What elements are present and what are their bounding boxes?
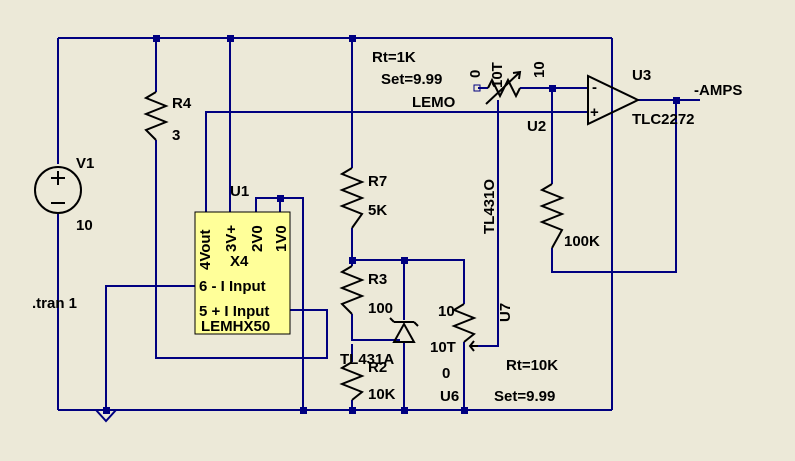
r2-ref-label: R2 <box>368 359 387 376</box>
pot-u2-turns: 10T <box>489 62 506 88</box>
wire-r7-column <box>351 38 400 410</box>
wire-wiper-link <box>470 100 499 347</box>
pot-u2-pin <box>473 84 481 92</box>
wire-u6-pot <box>404 259 465 410</box>
junction-dot <box>103 407 110 414</box>
r4-ref-label: R4 <box>172 95 192 112</box>
tl431a-label: TL431A <box>340 351 394 368</box>
sensor-model-label: LEMHX50 <box>201 318 270 335</box>
u2-ref-label: U2 <box>527 118 546 135</box>
sensor-chip-body <box>194 211 291 335</box>
v1-ref-label: V1 <box>76 155 94 172</box>
r3-value-label: 100 <box>368 300 393 317</box>
potentiometer-u6[interactable] <box>451 303 478 352</box>
resistor-feedback-100k[interactable] <box>539 183 565 249</box>
voltage-source-symbol <box>34 166 82 214</box>
zener-triangle <box>392 321 416 343</box>
r4-value-label: 3 <box>172 127 180 144</box>
wire-4vout <box>205 111 588 212</box>
junction-dot <box>401 257 408 264</box>
r7-value-label: 5K <box>368 202 387 219</box>
pot-u2-end-high: 10 <box>531 61 548 78</box>
opamp-model-label: TLC2272 <box>632 111 695 128</box>
opamp-plus-sign: + <box>590 104 599 121</box>
pin-3vplus-label: 3V+ <box>223 225 240 252</box>
voltage-source-v1[interactable] <box>34 166 82 214</box>
plus-sign <box>51 171 65 185</box>
pot-u6-turns: 10T <box>430 339 456 356</box>
junction-dot <box>153 35 160 42</box>
junction-dot <box>227 35 234 42</box>
tran-directive[interactable]: .tran 1 <box>32 295 77 312</box>
pot-u6-body <box>451 303 477 343</box>
zener-bar <box>389 317 419 327</box>
pot-u2-params: Rt=1K <box>372 49 416 66</box>
u1-ref-label: U1 <box>230 183 249 200</box>
u7-ref-label: U7 <box>497 303 514 322</box>
pin-1v0-label: 1V0 <box>273 225 290 252</box>
junction-dot <box>349 257 356 264</box>
v1-value-label: 10 <box>76 217 93 234</box>
pot-u2-arrow <box>485 70 522 105</box>
u3-ref-label: U3 <box>632 67 651 84</box>
resistor-r3[interactable] <box>339 265 365 315</box>
lemo-label: LEMO <box>412 94 456 111</box>
wires <box>57 37 700 423</box>
junction-dot <box>349 407 356 414</box>
feedback-value-label: 100K <box>564 233 600 250</box>
shunt-reference-tl431[interactable] <box>389 317 419 343</box>
resistor-r7[interactable] <box>339 167 365 229</box>
pin-5-label: 5 + I Input <box>199 303 269 320</box>
pot-u2-end-low: 0 <box>467 70 484 78</box>
sensor-model-code: X4 <box>230 253 249 270</box>
resistor-r4[interactable] <box>143 91 169 141</box>
pot-u6-set: Set=9.99 <box>494 388 555 405</box>
pin-2v0-label: 2V0 <box>249 225 266 252</box>
wire-feedback <box>551 88 677 273</box>
wire-pin6 <box>105 285 195 410</box>
opamp-triangle <box>587 74 641 126</box>
junction-dot <box>549 85 556 92</box>
r3-ref-label: R3 <box>368 271 387 288</box>
junction-dot <box>461 407 468 414</box>
pot-u6-end-high: 10 <box>438 303 455 320</box>
junction-dot <box>300 407 307 414</box>
pin-6-label: 6 - I Input <box>199 278 266 295</box>
pot-u6-params: Rt=10K <box>506 357 558 374</box>
opamp-minus-sign: - <box>592 79 597 96</box>
pot-u6-end-low: 0 <box>442 365 450 382</box>
r7-ref-label: R7 <box>368 173 387 190</box>
junction-dot <box>401 407 408 414</box>
pot-u6-wiper <box>468 340 478 352</box>
pin-4vout-label: 4Vout <box>197 229 214 270</box>
wire-ground <box>95 409 117 423</box>
net-label-amps: -AMPS <box>694 82 742 99</box>
junction-dot <box>277 195 284 202</box>
junction-dot <box>673 97 680 104</box>
resistor-r2[interactable] <box>339 361 365 401</box>
pot-u6-ref: U6 <box>440 388 459 405</box>
potentiometer-u2[interactable] <box>473 70 522 105</box>
sensor-u1[interactable]: 4Vout 3V+ 2V0 1V0 X4 6 - I Input 5 + I I… <box>194 211 291 335</box>
pot-u2-set: Set=9.99 <box>381 71 442 88</box>
tl431o-vertical-label: TL431O <box>481 179 498 234</box>
r2-value-label: 10K <box>368 386 396 403</box>
opamp-u3[interactable]: - + <box>587 74 641 126</box>
junctions <box>103 35 680 414</box>
junction-dot <box>349 35 356 42</box>
